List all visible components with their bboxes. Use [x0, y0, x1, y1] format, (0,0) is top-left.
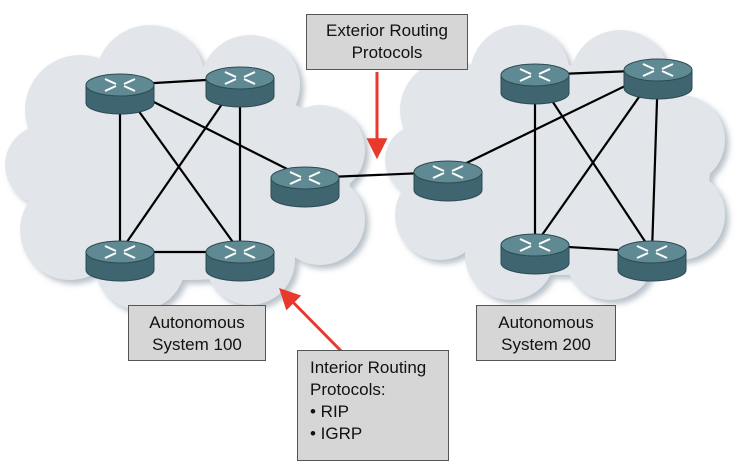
as200-top-right-router-icon: [623, 58, 693, 100]
as200-bottom-left-router-icon: [500, 233, 570, 275]
link: [119, 77, 241, 253]
autonomous-system-100-label: Autonomous System 100: [128, 305, 266, 361]
interior-title-line-1: Interior Routing: [310, 358, 427, 377]
as100-label-line-1: Autonomous: [149, 313, 245, 332]
as200-label-line-2: System 200: [501, 335, 591, 354]
arrows: [279, 72, 388, 360]
as100-label-line-2: System 100: [152, 335, 242, 354]
interior-protocol-rip: • RIP: [310, 402, 350, 421]
as200-border-router-icon: [413, 160, 483, 202]
exterior-routing-protocols-label: Exterior Routing Protocols: [306, 14, 468, 70]
interior-title-line-2: Protocols:: [310, 380, 386, 399]
as200-cloud-icon: [385, 25, 729, 304]
as100-bottom-left-router-icon: [85, 240, 155, 282]
interior-arrow-icon: [279, 288, 350, 360]
as100-top-right-router-icon: [205, 66, 275, 108]
as200-label-line-1: Autonomous: [498, 313, 594, 332]
link: [534, 69, 659, 246]
interior-protocol-igrp: • IGRP: [310, 424, 363, 443]
link: [447, 69, 659, 173]
as200-bottom-right-router-icon: [617, 240, 687, 282]
link: [119, 84, 241, 253]
exterior-label-line-2: Protocols: [351, 43, 423, 62]
autonomous-system-200-label: Autonomous System 200: [476, 305, 616, 361]
as100-border-router-icon: [270, 166, 340, 208]
as100-top-left-router-icon: [85, 73, 155, 115]
interior-protocol-list: • RIP • IGRP: [310, 401, 448, 445]
interior-routing-protocols-label: Interior Routing Protocols: • RIP • IGRP: [297, 350, 449, 461]
routers: [85, 58, 693, 282]
as100-bottom-right-router-icon: [205, 240, 275, 282]
as200-top-left-router-icon: [500, 63, 570, 105]
link: [650, 69, 660, 253]
exterior-label-line-1: Exterior Routing: [326, 21, 448, 40]
